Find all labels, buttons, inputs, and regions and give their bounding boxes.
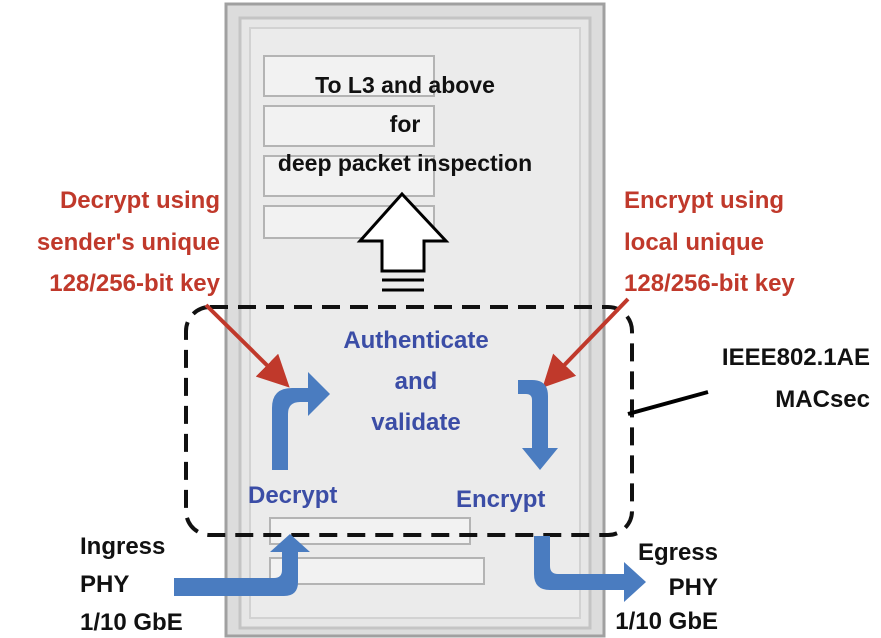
up-arrow-icon — [356, 191, 450, 273]
egress-label-line-3: 1/10 GbE — [615, 608, 718, 635]
top-text-line-3: deep packet inspection — [277, 150, 533, 176]
egress-flow-arrow — [534, 536, 646, 602]
top-text-line-2: for — [389, 111, 421, 137]
macsec-label-line-2: MACsec — [775, 386, 870, 413]
left-note-line-2: sender's unique — [36, 229, 220, 256]
right-note-line-2: local unique — [624, 229, 765, 256]
left-note-line-1: Decrypt using — [59, 187, 220, 214]
encrypt-label: Encrypt — [456, 486, 546, 513]
ingress-label-line-1: Ingress — [80, 533, 166, 560]
ingress-flow-arrow — [174, 534, 310, 596]
decrypt-flow-arrow — [272, 372, 330, 470]
right-note-line-1: Encrypt using — [624, 187, 785, 214]
center-text-line-2: and — [394, 368, 438, 395]
encrypt-flow-arrow — [518, 380, 558, 470]
left-pointer-arrow — [204, 303, 290, 388]
macsec-label-line-1: IEEE802.1AE — [721, 344, 870, 371]
top-text-line-1: To L3 and above — [315, 72, 495, 98]
right-note-line-3: 128/256-bit key — [624, 270, 795, 297]
ingress-label-line-3: 1/10 GbE — [80, 609, 183, 636]
slot-2 — [263, 105, 435, 147]
center-text-line-3: validate — [371, 409, 461, 436]
left-note-line-3: 128/256-bit key — [49, 270, 220, 297]
macsec-boundary — [184, 305, 634, 537]
decrypt-label: Decrypt — [248, 482, 338, 509]
ingress-label-line-2: PHY — [80, 571, 130, 598]
center-text-line-1: Authenticate — [343, 327, 489, 354]
right-pointer-arrow — [542, 297, 630, 388]
slot-bottom-2 — [269, 557, 485, 585]
slot-bottom-1 — [269, 517, 471, 545]
slot-1 — [263, 55, 435, 97]
egress-label-line-1: Egress — [637, 539, 718, 566]
slot-3 — [263, 155, 435, 197]
macsec-leader-line — [627, 390, 709, 416]
egress-label-line-2: PHY — [668, 574, 718, 601]
